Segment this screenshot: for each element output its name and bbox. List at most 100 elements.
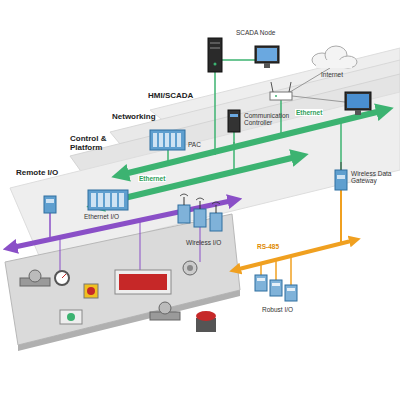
ethernet-io-icon — [44, 190, 128, 213]
wireless-io-icons-part — [216, 205, 217, 213]
device-label: Wireless Data Gateway — [351, 170, 395, 184]
scada-node-icon-part — [264, 63, 270, 68]
rs485-bus-part — [290, 256, 292, 285]
device-label: Wireless I/O — [186, 239, 221, 246]
internet-cloud — [312, 46, 371, 115]
field-devices-part — [196, 311, 216, 321]
device-label: SCADA Node — [236, 29, 275, 36]
scada-node-icon — [208, 38, 279, 72]
robust-io-icons-part — [255, 275, 267, 291]
field-devices-part — [29, 270, 41, 282]
field-devices-part — [183, 261, 197, 275]
wireless-io-icons-part — [200, 201, 201, 209]
drop-wires-part — [222, 59, 255, 61]
gateway-icon-part — [337, 175, 345, 179]
device-name: Robust I/O — [262, 306, 293, 313]
ethernet-io-icon-part — [112, 193, 117, 207]
drop-wires-part — [49, 213, 51, 238]
pac-rack-part — [177, 133, 181, 147]
wireless-io-icons-part — [180, 194, 220, 204]
device-label: Internet — [321, 71, 343, 78]
device-name: Communication Controller — [244, 112, 290, 126]
ethernet-io-icon-part — [98, 193, 103, 207]
robust-io-icons-part — [272, 283, 280, 286]
communication-controller-icon — [228, 110, 240, 132]
bus-label: RS-485 — [256, 243, 280, 250]
gateway-icon-part — [341, 162, 342, 170]
layer-planes — [10, 48, 400, 258]
pac-rack — [150, 130, 185, 150]
drop-wires-part — [60, 237, 61, 275]
field-devices-part — [87, 287, 95, 295]
pac-rack-part — [159, 133, 163, 147]
device-name: Internet — [321, 71, 343, 78]
field-devices-part — [187, 265, 193, 271]
pac-rack-part — [171, 133, 175, 147]
layer-title: Control & Platform — [70, 135, 120, 153]
router-icon-part — [289, 82, 291, 92]
pac-rack-part — [165, 133, 169, 147]
drop-wires — [50, 60, 345, 275]
field-devices-part — [60, 310, 82, 324]
device-label: Communication Controller — [244, 112, 290, 126]
field-devices-part — [84, 284, 98, 298]
bus-label: Ethernet — [138, 175, 166, 182]
wireless-io-icons-part — [194, 209, 206, 227]
internet-cloud-part — [355, 110, 361, 115]
scada-node-icon-part — [210, 42, 220, 44]
device-name: Ethernet I/O — [84, 213, 119, 220]
wireless-io-icons-part — [210, 213, 222, 231]
drop-wires-part — [167, 150, 169, 166]
scada-node-icon-part — [208, 38, 222, 72]
device-label: Ethernet I/O — [84, 213, 119, 220]
rs485-bus-part — [260, 264, 262, 275]
drop-wires-part — [340, 123, 342, 170]
scada-node-icon-part — [257, 48, 277, 61]
internet-cloud-part — [345, 92, 371, 110]
drop-wires-part — [233, 142, 235, 170]
rs485-bus-part — [340, 190, 342, 243]
field-devices-part — [119, 274, 167, 290]
bottom-panel — [5, 214, 240, 351]
communication-controller-icon-part — [230, 114, 238, 117]
gateway-icon-part — [335, 170, 347, 190]
device-name: Wireless Data Gateway — [351, 170, 395, 184]
field-devices — [20, 261, 216, 332]
drop-wires-part — [140, 220, 141, 272]
drop-wires-part — [214, 72, 216, 155]
internet-cloud-part — [347, 94, 369, 108]
gateway-icon — [335, 162, 347, 190]
robust-io-icons-part — [257, 278, 265, 281]
robust-io-icons — [255, 275, 297, 301]
robust-io-icons-part — [270, 280, 282, 296]
field-devices-part — [55, 271, 69, 285]
scada-node-icon-part — [255, 46, 279, 63]
device-name: Wireless I/O — [186, 239, 221, 246]
wireless-io-icons — [178, 194, 222, 231]
drop-wires-part — [292, 96, 345, 102]
router-icon-part — [271, 82, 273, 92]
ethernet-io-icon-part — [44, 196, 56, 213]
layer-title: HMI/SCADA — [148, 92, 193, 101]
rs485-bus-part — [235, 240, 355, 270]
wireless-io-icons-part — [184, 197, 185, 205]
router-icon-part — [270, 92, 292, 100]
communication-controller-icon-part — [228, 110, 240, 132]
bus-label: Ethernet — [295, 109, 323, 116]
device-label: PAC — [188, 141, 201, 148]
ethernet-io-icon-part — [91, 193, 96, 207]
ethernet-io-icon-part — [105, 193, 110, 207]
layer-title: Remote I/O — [16, 169, 58, 178]
internet-cloud-part — [316, 60, 352, 68]
robust-io-icons-part — [287, 288, 295, 291]
rs485-bus — [235, 190, 355, 285]
router-icon-part — [275, 95, 277, 97]
bottom-panel-part — [5, 214, 240, 345]
bottom-panel-part — [18, 290, 240, 351]
device-label: Robust I/O — [262, 306, 293, 313]
scada-node-icon-part — [210, 47, 220, 49]
ethernet-io-icon-part — [119, 193, 124, 207]
field-devices-part — [62, 274, 66, 278]
